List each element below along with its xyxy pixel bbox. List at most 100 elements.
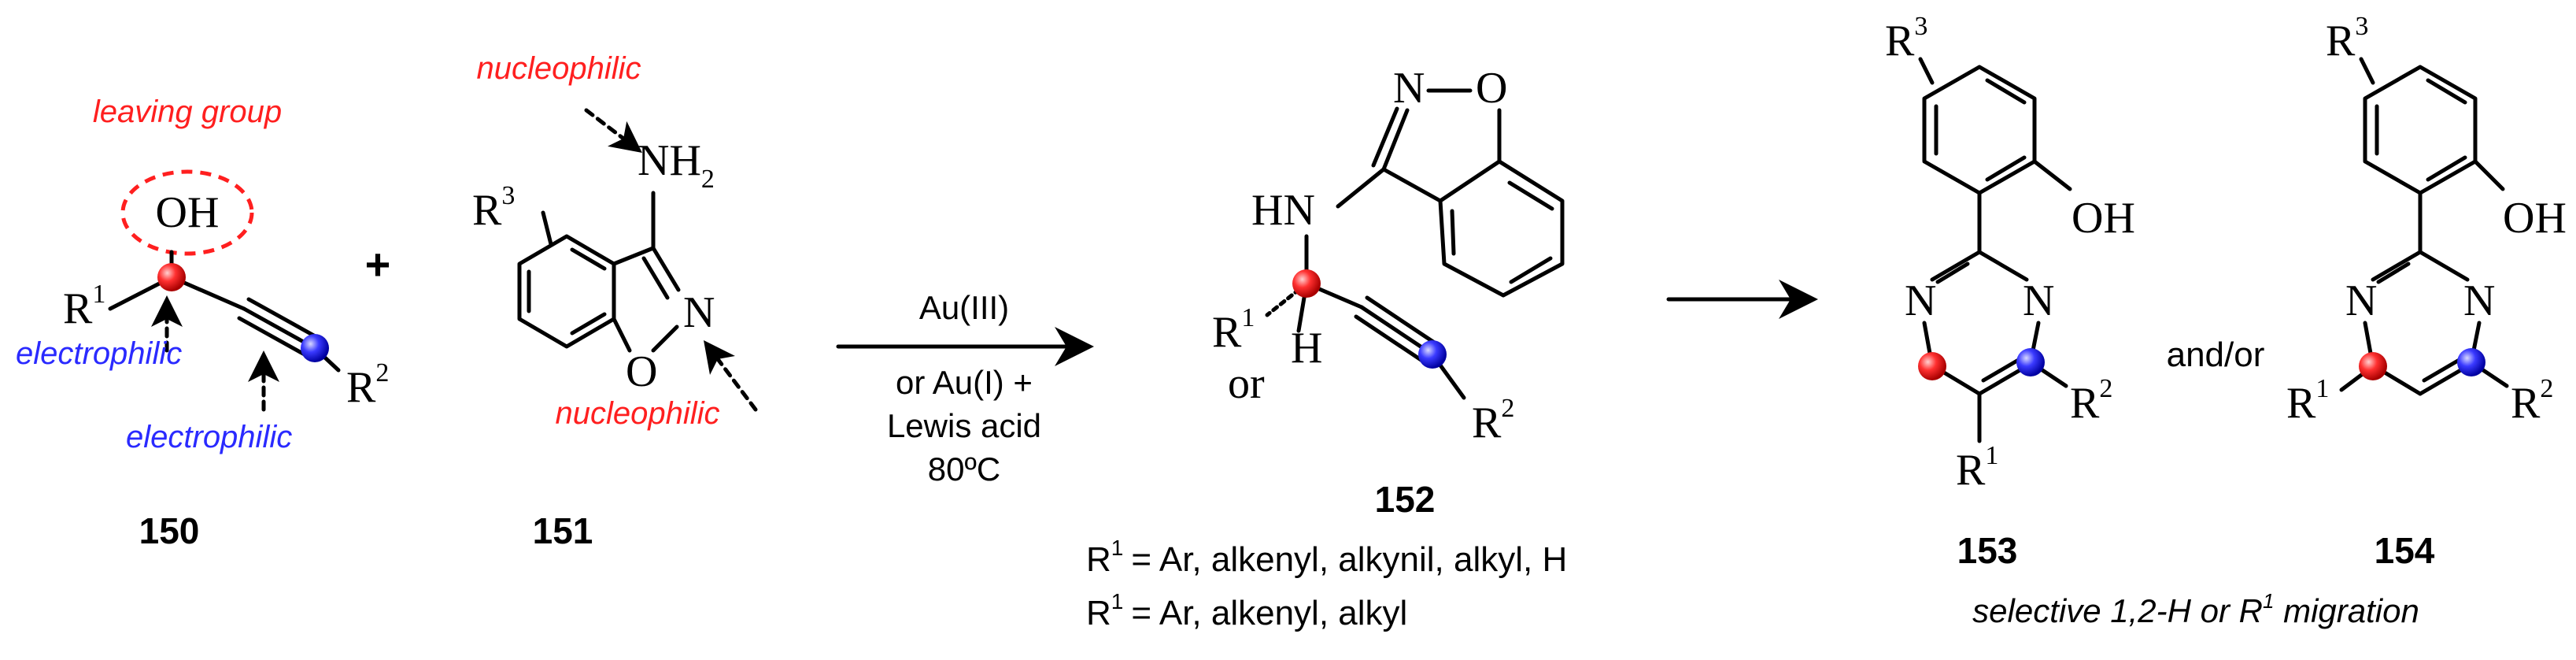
aromatic-double-152-1 bbox=[1450, 209, 1456, 256]
triazine-bond-5 bbox=[1977, 364, 2029, 396]
leaving-group-label: leaving group bbox=[93, 95, 282, 129]
red-carbon-marker-152 bbox=[1292, 269, 1321, 298]
r3-bond-153 bbox=[1918, 57, 1935, 85]
aromatic-double-152-2 bbox=[1509, 256, 1553, 284]
isoxazole-o: O bbox=[626, 347, 657, 396]
electrophilic-label-2: electrophilic bbox=[126, 420, 292, 454]
r1-label-153: R1 bbox=[1956, 441, 1998, 495]
plus-sign: + bbox=[365, 239, 391, 289]
n-c3-double-152 bbox=[1371, 106, 1399, 168]
blue-carbon-marker bbox=[301, 334, 329, 362]
c3-n-double bbox=[641, 256, 670, 300]
red-carbon-marker-153 bbox=[1918, 352, 1946, 380]
hn-label: HN bbox=[1251, 186, 1315, 235]
c3-c3a-bond-152 bbox=[1381, 167, 1443, 203]
n2-label-154: N bbox=[2463, 276, 2495, 325]
scope-line-2: R1= Ar, alkenyl, alkyl bbox=[1086, 589, 1407, 632]
r3-label-154: R3 bbox=[2326, 12, 2368, 65]
alkyne-triple-2 bbox=[246, 297, 322, 341]
compound-number-154: 154 bbox=[2375, 530, 2435, 571]
migration-footnote: selective 1,2-H or R1 migration bbox=[1972, 589, 2419, 629]
compound-150: leaving group OH R1 R2 electrophilic ele… bbox=[16, 95, 389, 551]
r1-label-154: R1 bbox=[2286, 374, 2329, 428]
aromatic-double-154-3 bbox=[2426, 78, 2467, 105]
n-c3-bond-152 bbox=[1381, 108, 1410, 172]
and-or-label: and/or bbox=[2167, 336, 2265, 374]
phenol-ring-154 bbox=[2363, 65, 2478, 195]
r1-label: R1 bbox=[63, 280, 105, 333]
triazine-bond-2 bbox=[1977, 250, 2029, 282]
r2-label: R2 bbox=[346, 358, 389, 412]
reaction-conditions: Au(III) or Au(I) + Lewis acid 80ºC bbox=[887, 289, 1041, 488]
aromatic-double-3 bbox=[570, 247, 607, 271]
nucleophilic-label-2: nucleophilic bbox=[555, 396, 719, 431]
or-label-152: or bbox=[1228, 359, 1265, 408]
triazine-double-2 bbox=[1981, 356, 2023, 383]
r3-bond bbox=[541, 210, 553, 247]
red-carbon-marker-154 bbox=[2359, 352, 2387, 380]
aromatic-double-2 bbox=[570, 312, 607, 336]
c-oh-bond-153 bbox=[2032, 159, 2072, 191]
triazine-bond-1 bbox=[1930, 250, 1982, 282]
compound-153: R3 OH N N R2 R1 153 bbox=[1885, 12, 2135, 571]
r3-label: R3 bbox=[472, 181, 515, 235]
n1-label-154: N bbox=[2345, 276, 2377, 325]
phenol-ring-153 bbox=[1922, 65, 2037, 195]
aromatic-double-153-3 bbox=[1985, 78, 2027, 105]
oh-label-153: OH bbox=[2072, 194, 2135, 243]
isoxazole-o-152: O bbox=[1476, 64, 1507, 113]
condition-temperature: 80ºC bbox=[928, 451, 1000, 488]
r2-label-153: R2 bbox=[2070, 374, 2112, 428]
alkyne-triple-152-2 bbox=[1365, 295, 1440, 347]
condition-au1: or Au(I) + bbox=[896, 364, 1033, 401]
hydroxyl-label: OH bbox=[156, 188, 220, 237]
nucleophilic-label-1: nucleophilic bbox=[476, 51, 641, 86]
oh-label-154: OH bbox=[2503, 194, 2567, 243]
r3-bond-154 bbox=[2359, 57, 2375, 85]
pyrimidine-double-1 bbox=[2376, 261, 2411, 284]
condition-au3: Au(III) bbox=[919, 289, 1009, 326]
nucleophilic-arrow-1 bbox=[584, 108, 642, 154]
o-c7a-bond bbox=[612, 317, 632, 353]
benzene-ring-151 bbox=[517, 234, 616, 349]
r2-label-152: R2 bbox=[1472, 394, 1514, 447]
aromatic-double-154-2 bbox=[2426, 155, 2467, 182]
isoxazole-n-152: N bbox=[1393, 64, 1425, 113]
compound-number-153: 153 bbox=[1957, 530, 2018, 571]
leaving-group-ellipse bbox=[120, 169, 254, 256]
compound-number-151: 151 bbox=[533, 510, 593, 551]
electrophilic-label-1: electrophilic bbox=[16, 336, 182, 371]
pyrimidine-bond-5 bbox=[2418, 364, 2470, 396]
blue-carbon-marker-153 bbox=[2016, 348, 2045, 376]
n-o-bond bbox=[651, 324, 679, 353]
scope-line-1: R1= Ar, alkenyl, alkynil, alkyl, H bbox=[1086, 536, 1567, 579]
r3-label-153: R3 bbox=[1885, 12, 1927, 65]
nh2-label: NH2 bbox=[638, 136, 715, 194]
compound-151: nucleophilic NH2 N O R3 nucleophilic 151 bbox=[472, 51, 758, 551]
compound-152: N O HN R1 H or R2 152 R1= Ar, alkenyl, a… bbox=[1086, 64, 1567, 632]
c3a-c3-bond bbox=[612, 246, 656, 266]
alkyne-triple-152-1 bbox=[1359, 305, 1435, 357]
red-carbon-marker bbox=[157, 263, 186, 291]
triazine-double-1 bbox=[1935, 261, 1970, 284]
r1-label-152: R1 bbox=[1212, 303, 1255, 357]
c-oh-bond-154 bbox=[2473, 159, 2505, 191]
triazine-bond-4 bbox=[1938, 368, 1982, 396]
pyrimidine-bond-4 bbox=[2378, 368, 2423, 396]
alkyne-triple-152-3 bbox=[1354, 314, 1429, 366]
benzene-ring-152 bbox=[1438, 159, 1565, 298]
n1-label-153: N bbox=[1905, 276, 1936, 325]
compound-number-150: 150 bbox=[139, 510, 200, 551]
isoxazole-n: N bbox=[683, 288, 715, 337]
pyrimidine-bond-1 bbox=[2371, 250, 2423, 282]
r2-label-154: R2 bbox=[2511, 374, 2553, 428]
aromatic-double-152-3 bbox=[1507, 180, 1554, 211]
condition-lewis-acid: Lewis acid bbox=[887, 407, 1041, 444]
compound-154: R3 OH N N R1 R2 154 bbox=[2286, 12, 2567, 571]
alkyne-triple-3 bbox=[237, 316, 312, 360]
n2-label-153: N bbox=[2023, 276, 2054, 325]
blue-carbon-marker-154 bbox=[2457, 348, 2485, 376]
aromatic-double-153-2 bbox=[1985, 155, 2027, 182]
nh-c3-bond bbox=[1336, 167, 1386, 209]
